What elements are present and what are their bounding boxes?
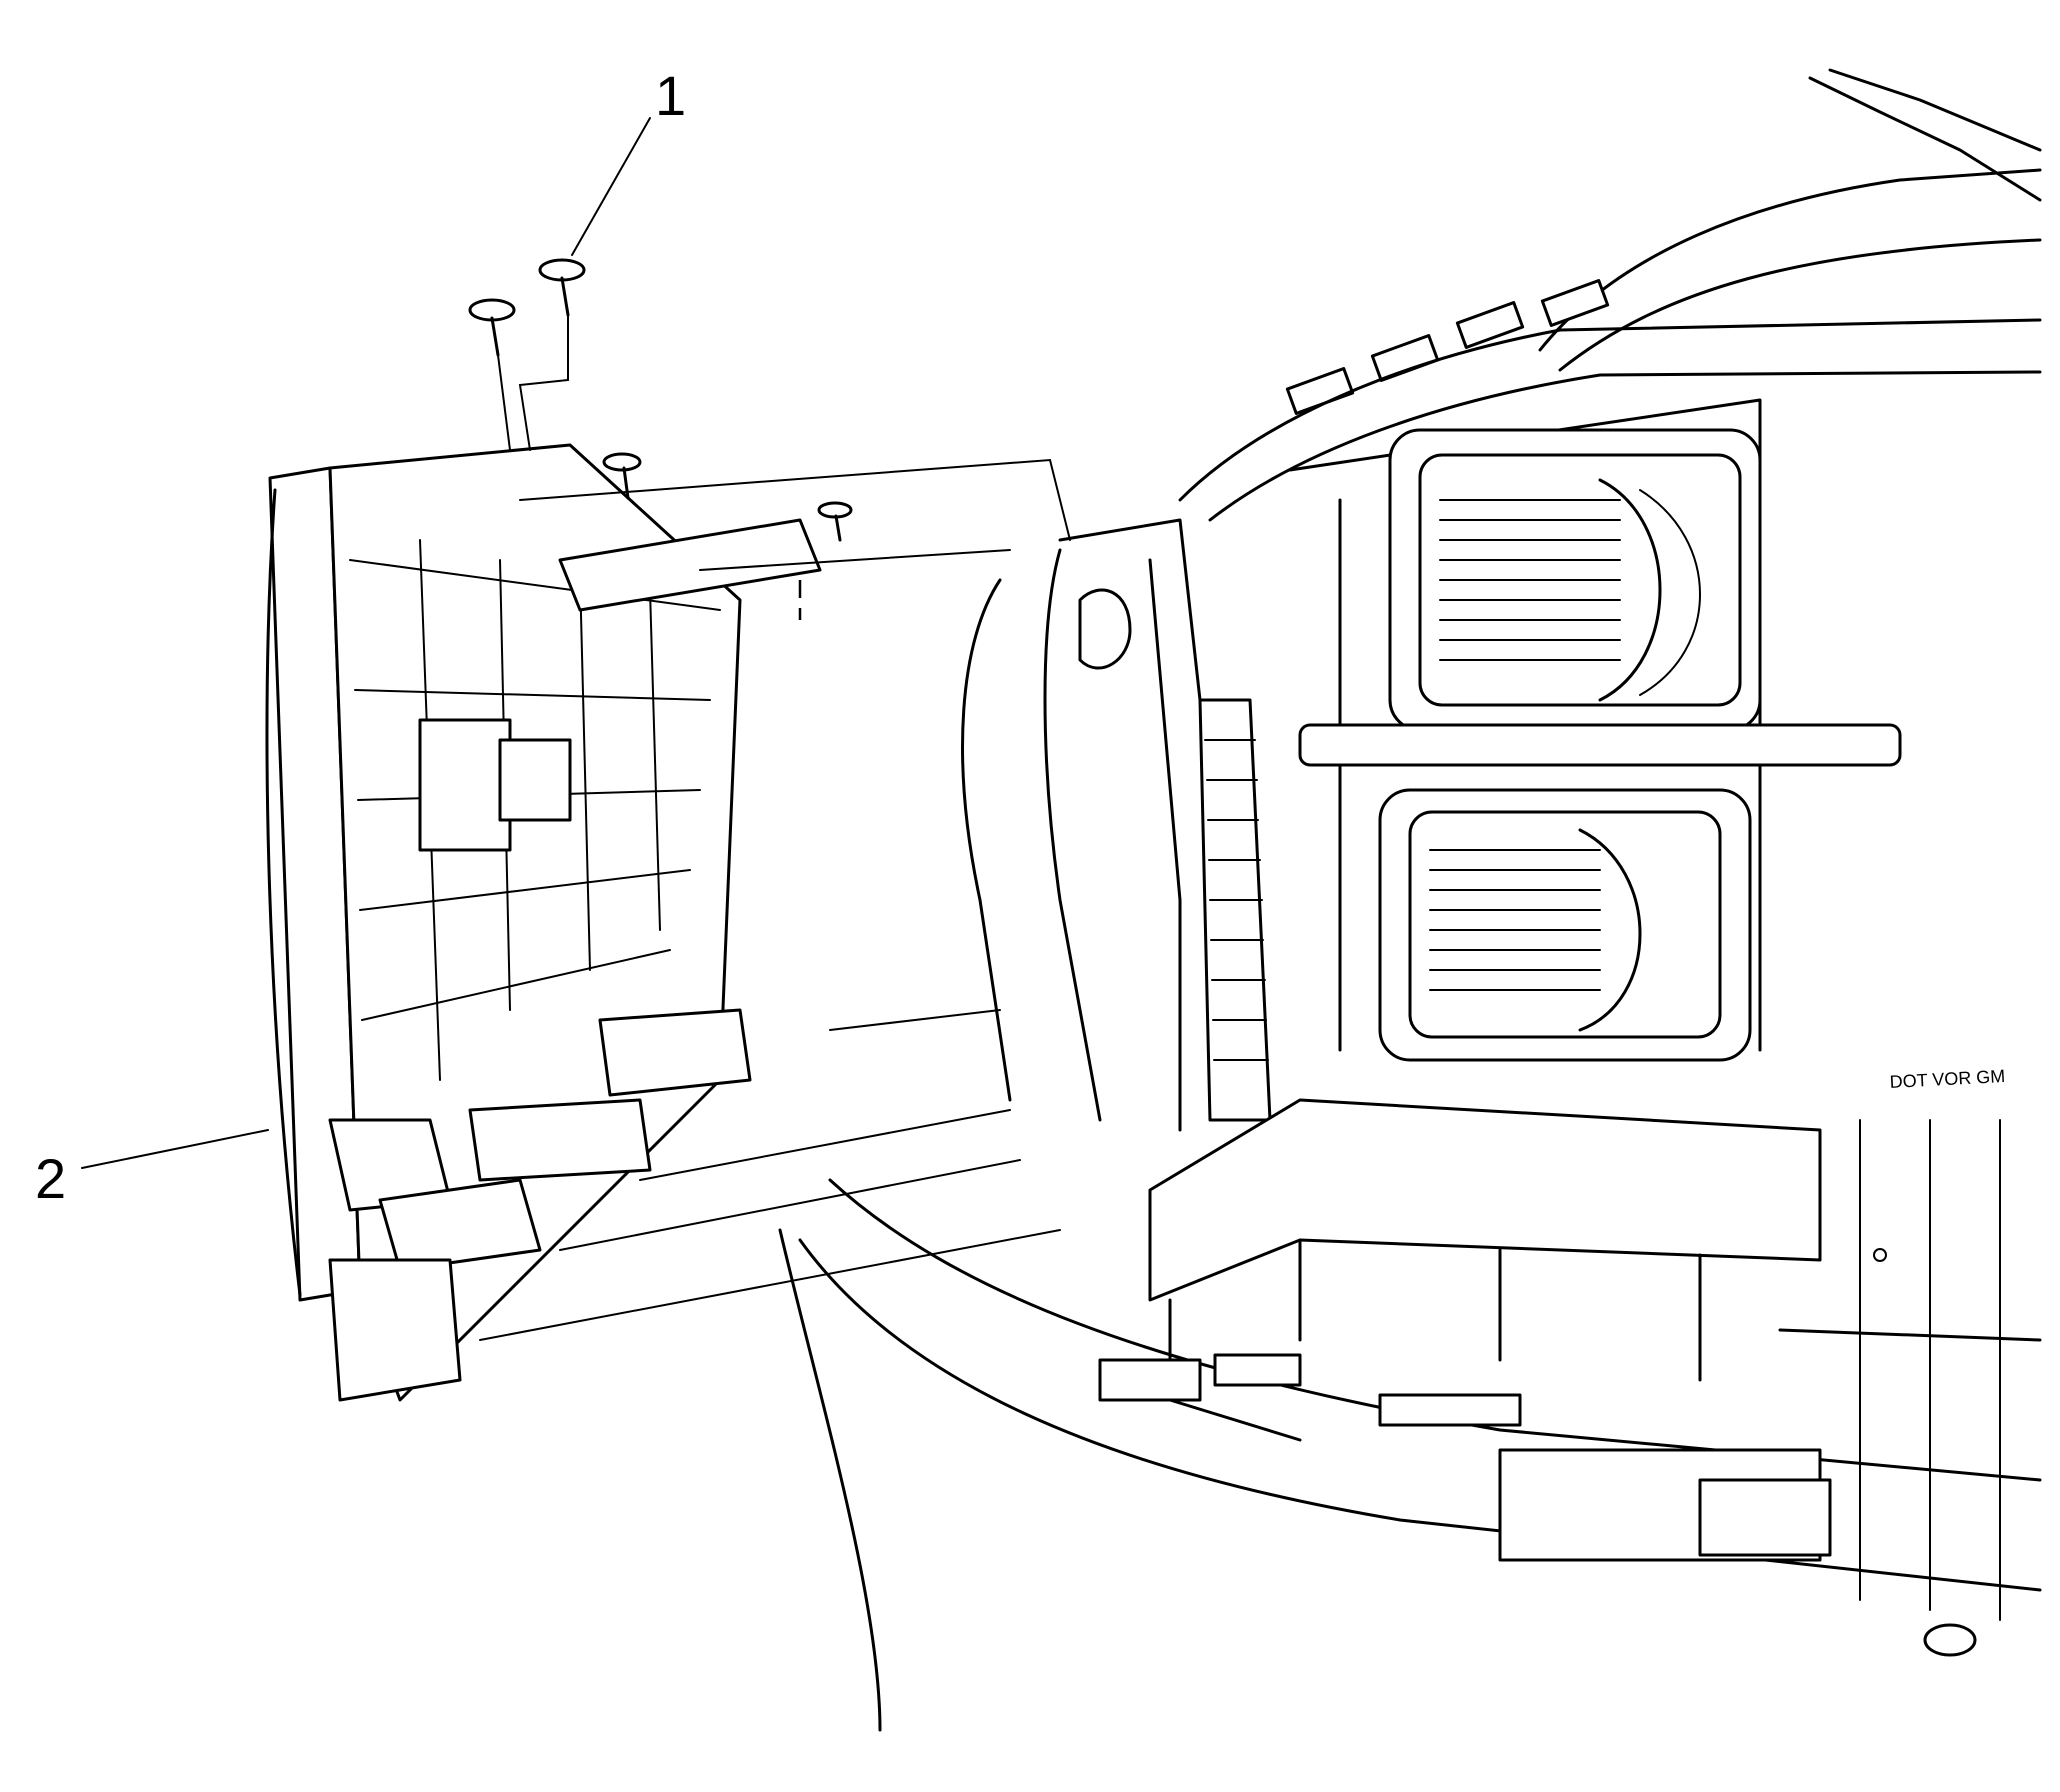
alignment-lines [479, 458, 1071, 1341]
stamp-text: DOT VOR GM [1889, 1066, 2006, 1092]
headlamp-assembly [265, 443, 822, 1402]
upper-headlamp [1388, 428, 1762, 732]
hood-vent-slots [1285, 279, 1610, 415]
callout-1: 1 [571, 64, 686, 256]
callout-2-label: 2 [35, 1147, 66, 1210]
callout-1-label: 1 [655, 64, 686, 127]
callout-2: 2 [35, 1129, 269, 1210]
vehicle-front-end: DOT VOR GM [778, 68, 2042, 1732]
lower-headlamp [1378, 788, 1752, 1062]
headlamp-bolts [468, 258, 853, 542]
lower-air-deflector [1098, 1098, 1832, 1562]
bolt-icon [468, 298, 516, 357]
bolt-icon [602, 452, 642, 500]
bolt-icon [538, 258, 586, 317]
bolt-icon [817, 501, 853, 542]
